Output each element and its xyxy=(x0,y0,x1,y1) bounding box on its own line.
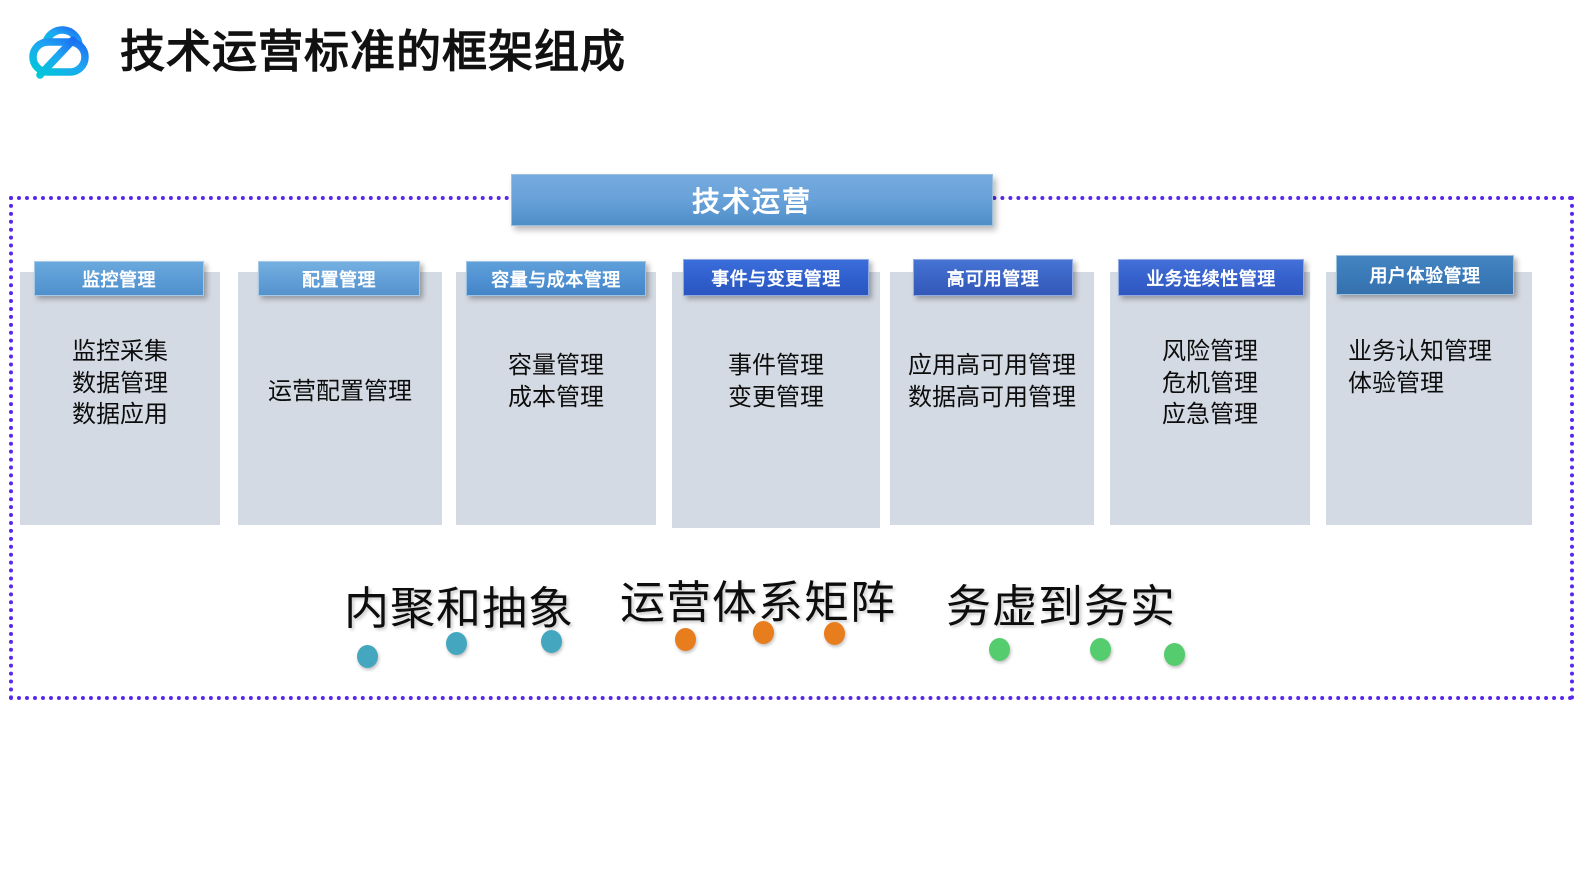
column-card-incident-change[interactable] xyxy=(672,272,880,528)
column-items-high-availability: 应用高可用管理 数据高可用管理 xyxy=(908,352,1076,411)
column-header-label: 容量与成本管理 xyxy=(491,269,621,290)
column-header-label: 高可用管理 xyxy=(946,268,1040,289)
column-header-label: 用户体验管理 xyxy=(1369,266,1481,286)
column-card-configuration[interactable] xyxy=(238,272,442,525)
column-items-configuration: 运营配置管理 xyxy=(268,378,412,405)
column-header-capacity-cost[interactable]: 容量与成本管理 xyxy=(466,261,646,296)
column-header-user-experience[interactable]: 用户体验管理 xyxy=(1336,255,1514,295)
column-header-label: 配置管理 xyxy=(302,269,376,290)
column-items-user-experience: 业务认知管理 体验管理 xyxy=(1348,338,1492,397)
slogan-dot xyxy=(1090,638,1111,661)
slogan-matrix: 运营体系矩阵 xyxy=(620,577,897,628)
top-banner: 技术运营 xyxy=(511,174,993,226)
column-header-label: 业务连续性管理 xyxy=(1146,268,1276,289)
slogan-dot xyxy=(446,632,467,655)
slogan-pragmatic: 务虚到务实 xyxy=(946,581,1177,632)
slogan-dot xyxy=(675,628,696,651)
tencent-cloud-logo-icon xyxy=(29,26,89,79)
column-items-incident-change: 事件管理 变更管理 xyxy=(728,352,824,411)
column-header-business-continuity[interactable]: 业务连续性管理 xyxy=(1118,259,1304,296)
column-items-capacity-cost: 容量管理 成本管理 xyxy=(508,352,604,411)
column-header-label: 事件与变更管理 xyxy=(711,268,841,289)
column-card-user-experience[interactable] xyxy=(1326,272,1532,525)
slogan-dot xyxy=(753,621,774,644)
page-header: 技术运营标准的框架组成 xyxy=(24,22,626,80)
column-header-configuration[interactable]: 配置管理 xyxy=(258,261,420,296)
slogan-dot xyxy=(1164,643,1185,666)
column-header-label: 监控管理 xyxy=(82,269,156,290)
slogan-cohesion: 内聚和抽象 xyxy=(344,583,575,634)
column-card-capacity-cost[interactable] xyxy=(456,272,656,525)
slogan-dot xyxy=(989,638,1010,661)
column-header-incident-change[interactable]: 事件与变更管理 xyxy=(683,259,869,296)
slogan-dot xyxy=(541,630,562,653)
top-banner-label: 技术运营 xyxy=(691,186,812,217)
column-header-monitoring[interactable]: 监控管理 xyxy=(34,261,204,296)
column-card-business-continuity[interactable] xyxy=(1110,272,1310,525)
page-title: 技术运营标准的框架组成 xyxy=(120,25,627,77)
column-items-business-continuity: 风险管理 危机管理 应急管理 xyxy=(1162,338,1258,429)
column-card-monitoring[interactable] xyxy=(20,272,220,525)
slogan-dot xyxy=(824,622,845,645)
column-card-high-availability[interactable] xyxy=(890,272,1094,525)
column-header-high-availability[interactable]: 高可用管理 xyxy=(913,259,1073,296)
slogan-dot xyxy=(357,645,378,668)
column-items-monitoring: 监控采集 数据管理 数据应用 xyxy=(72,338,168,429)
